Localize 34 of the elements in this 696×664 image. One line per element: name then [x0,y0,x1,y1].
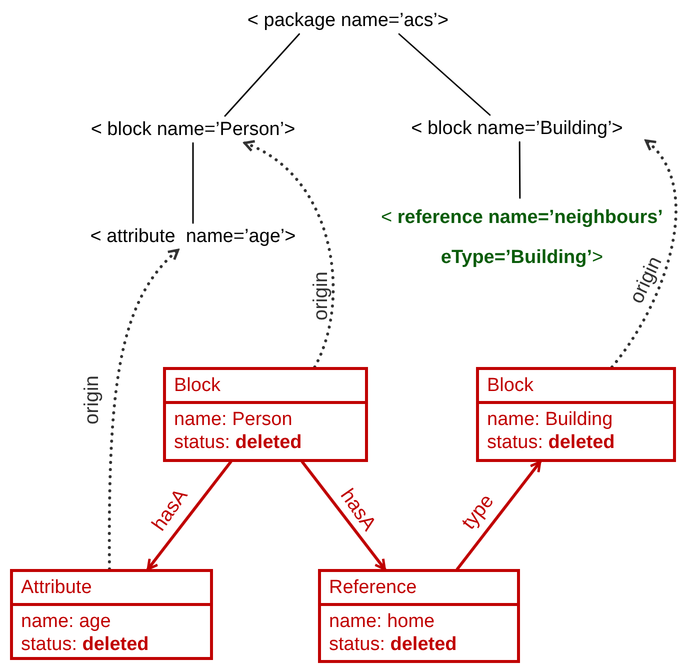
class-name: Block [479,370,673,404]
attribute-text: name: Person [174,408,294,431]
attribute-text: name: home [329,610,436,633]
attribute-text: status: deleted [329,633,458,656]
dotted-arrow [243,141,335,368]
class-name: Block [166,370,365,404]
class-box [10,569,213,660]
element-tag-text: < package name=’acs’> [232,7,464,34]
tree-line [224,33,300,117]
element-tag-text: < block name=’Building’> [388,115,646,142]
attribute-text: status: deleted [174,431,303,454]
arrow [456,460,542,570]
attribute-text: name: age [21,610,112,633]
class-box [163,367,368,462]
dotted-arrow [610,139,678,368]
edge-label: origin [310,272,332,320]
attribute-text: status: deleted [21,633,150,656]
tree-line [398,33,491,116]
class-name: Reference [321,572,517,606]
tree-line [192,142,194,224]
dotted-arrow [108,248,180,570]
edge-label: origin [626,253,666,307]
arrow [146,460,232,570]
element-tag-text: < block name=’Person’> [70,116,316,143]
element-tag-text: < attribute name=’age’> [68,223,318,250]
edge-label: type [458,490,498,534]
class-box [476,367,676,462]
class-box [318,569,520,663]
attribute-text: status: deleted [487,431,616,454]
class-name: Attribute [13,572,210,606]
arrow [300,460,386,570]
attribute-text: name: Building [487,408,614,431]
edge-label: origin [81,376,103,424]
tree-line [518,141,521,199]
